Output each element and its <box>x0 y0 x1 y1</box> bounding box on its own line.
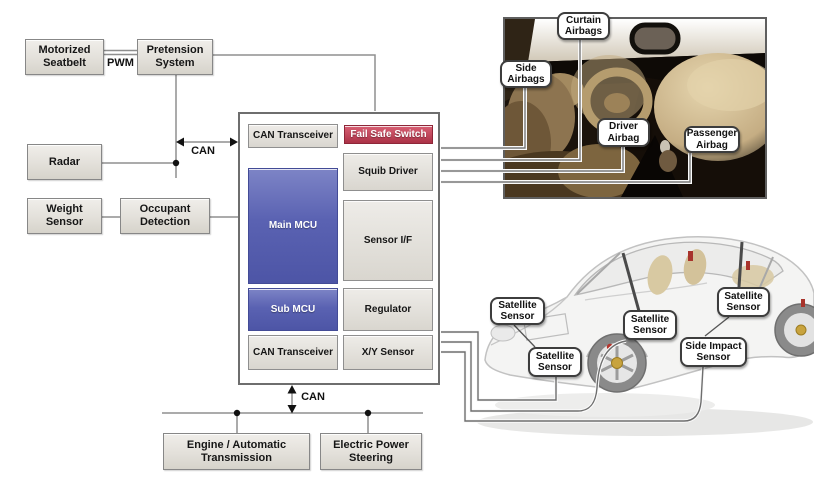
ecu-block: CAN Transceiver Fail Safe Switch Squib D… <box>238 112 440 385</box>
wire-side-airbags <box>441 88 526 149</box>
callout-driver-airbag: Driver Airbag <box>597 118 650 147</box>
arrowhead-left-icon <box>176 137 184 147</box>
box-main-mcu: Main MCU <box>248 168 338 284</box>
callout-label: Satellite Sensor <box>724 290 763 314</box>
box-motorized-seatbelt: Motorized Seatbelt <box>25 39 104 75</box>
box-label: Motorized Seatbelt <box>38 44 91 69</box>
box-engine-transmission: Engine / Automatic Transmission <box>163 433 310 470</box>
callout-side-airbags: Side Airbags <box>500 60 552 88</box>
box-label: X/Y Sensor <box>361 346 415 358</box>
box-sensor-if: Sensor I/F <box>343 200 433 281</box>
box-label: Pretension System <box>146 44 204 69</box>
box-label: Weight Sensor <box>45 203 84 228</box>
callout-satellite-center: Satellite Sensor <box>623 310 677 340</box>
label-can-left: CAN <box>191 145 215 157</box>
callout-label: Driver Airbag <box>607 121 640 144</box>
callout-label: Passenger Airbag <box>686 128 738 151</box>
callout-satellite-rear: Satellite Sensor <box>717 287 770 317</box>
box-label: Squib Driver <box>358 166 418 178</box>
box-label: Fail Safe Switch <box>350 128 427 140</box>
callout-label: Curtain Airbags <box>564 14 603 38</box>
junction-dot <box>172 159 180 167</box>
callout-satellite-front-top: Satellite Sensor <box>490 297 545 325</box>
box-can-transceiver-bottom: CAN Transceiver <box>248 335 338 370</box>
wire-passenger-airbag <box>441 153 691 183</box>
box-radar: Radar <box>27 144 102 180</box>
junction-dot <box>233 409 241 417</box>
box-label: CAN Transceiver <box>252 346 334 358</box>
callout-passenger-airbag: Passenger Airbag <box>684 126 740 153</box>
box-label: CAN Transceiver <box>252 130 334 142</box>
arrowhead-up-icon <box>287 385 297 394</box>
box-xy-sensor: X/Y Sensor <box>343 335 433 370</box>
box-label: Engine / Automatic Transmission <box>186 438 287 464</box>
callout-label: Satellite Sensor <box>535 350 575 374</box>
callout-satellite-front-lower: Satellite Sensor <box>528 347 582 377</box>
box-can-transceiver-top: CAN Transceiver <box>248 124 338 148</box>
box-label: Occupant Detection <box>139 203 191 228</box>
box-label: Radar <box>48 155 81 168</box>
wire-driver-airbag <box>441 147 624 172</box>
wire-pretension-to-ecu <box>213 54 376 111</box>
box-squib-driver: Squib Driver <box>343 153 433 191</box>
callout-curtain-airbags: Curtain Airbags <box>557 12 610 40</box>
box-electric-power-steering: Electric Power Steering <box>320 433 422 470</box>
box-sub-mcu: Sub MCU <box>248 288 338 331</box>
pointer-satellite-rear <box>704 316 730 337</box>
box-weight-sensor: Weight Sensor <box>27 198 102 234</box>
rearview-mirror <box>629 22 681 55</box>
box-label: Regulator <box>364 303 412 315</box>
box-label: Main MCU <box>268 220 318 232</box>
box-regulator: Regulator <box>343 288 433 331</box>
pointer-satellite-front-top <box>513 324 536 348</box>
arrowhead-down-icon <box>287 405 297 414</box>
label-pwm: PWM <box>107 57 134 69</box>
box-pretension-system: Pretension System <box>137 39 213 75</box>
callout-label: Satellite Sensor <box>498 299 537 323</box>
wire-side-impact <box>441 351 704 422</box>
box-occupant-detection: Occupant Detection <box>120 198 210 234</box>
callout-label: Side Impact Sensor <box>685 340 742 364</box>
box-label: Electric Power Steering <box>333 438 409 464</box>
wire-satellite-front-lower <box>441 331 557 401</box>
junction-dot <box>364 409 372 417</box>
wire-curtain-airbags <box>441 40 581 161</box>
box-label: Sub MCU <box>270 303 316 315</box>
wire-satellite-center <box>441 340 627 412</box>
label-can-bottom: CAN <box>301 391 325 403</box>
box-label: Sensor I/F <box>363 234 413 246</box>
callout-side-impact-sensor: Side Impact Sensor <box>680 337 747 367</box>
callout-label: Satellite Sensor <box>630 313 670 337</box>
box-fail-safe-switch: Fail Safe Switch <box>344 125 433 144</box>
arrowhead-right-icon <box>230 137 238 147</box>
callout-label: Side Airbags <box>507 62 545 86</box>
